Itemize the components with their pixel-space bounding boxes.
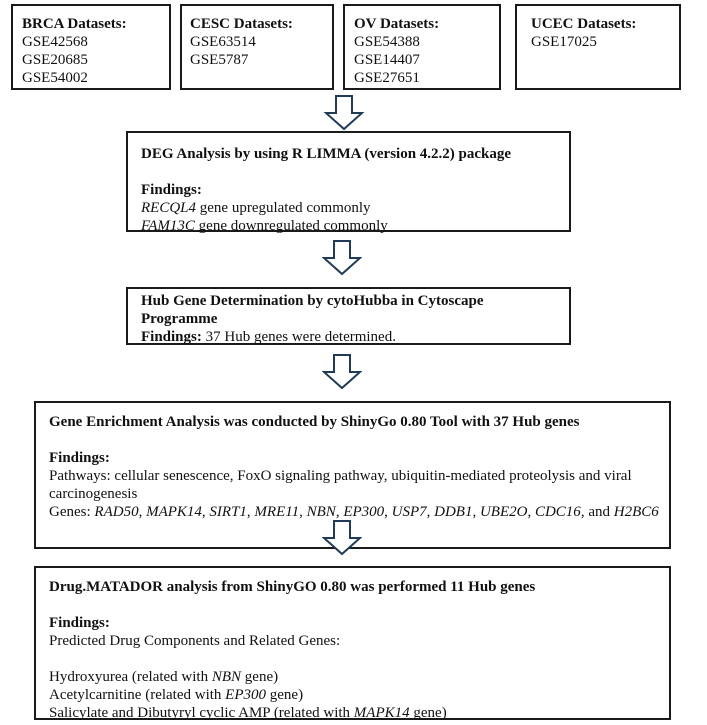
drug-text: gene): [241, 669, 279, 685]
separator: ,: [527, 504, 535, 520]
deg-analysis-box: DEG Analysis by using R LIMMA (version 4…: [126, 131, 571, 235]
gene-name: H2BC6: [613, 504, 659, 520]
pathways-line: carcinogenesis: [49, 486, 138, 502]
dataset-id: GSE42568: [22, 34, 88, 50]
drug-item: Hydroxyurea (related with NBN gene): [49, 668, 669, 686]
findings-label: Findings:: [49, 450, 110, 466]
dataset-id: GSE27651: [354, 70, 420, 86]
drug-text: Hydroxyurea (related with: [49, 669, 212, 685]
finding-text: 37 Hub genes were determined.: [201, 329, 396, 345]
drug-matador-box: Drug.MATADOR analysis from ShinyGO 0.80 …: [34, 566, 671, 722]
separator: ,: [426, 504, 435, 520]
gene-name: SIRT1: [209, 504, 247, 520]
enrichment-title: Gene Enrichment Analysis was conducted b…: [49, 414, 580, 430]
pathways-line: Pathways: cellular senescence, FoxO sign…: [49, 468, 632, 484]
enrichment-box: Gene Enrichment Analysis was conducted b…: [34, 401, 671, 549]
down-arrow-icon: [322, 354, 362, 390]
separator: , and: [580, 504, 614, 520]
dataset-title: UCEC Datasets:: [531, 16, 637, 32]
dataset-box-ov: OV Datasets: GSE54388 GSE14407 GSE27651: [343, 4, 501, 90]
gene-name: USP7: [391, 504, 427, 520]
gene-name: MAPK14: [146, 504, 202, 520]
dataset-id: GSE17025: [531, 34, 597, 50]
drug-text: Salicylate and Dibutyryl cyclic AMP (rel…: [49, 705, 354, 721]
finding-text: gene upregulated commonly: [196, 200, 371, 216]
down-arrow-icon: [322, 520, 362, 556]
gene-name: MAPK14: [353, 705, 410, 721]
drug-text: gene): [266, 687, 304, 703]
finding-line: FAM13C gene downregulated commonly: [141, 217, 569, 235]
dataset-box-cesc: CESC Datasets: GSE63514 GSE5787: [180, 4, 334, 90]
gene-list: RAD50, MAPK14, SIRT1, MRE11, NBN, EP300,…: [94, 504, 658, 520]
drug-item: Salicylate and Dibutyryl cyclic AMP (rel…: [49, 704, 669, 722]
dataset-id: GSE14407: [354, 52, 420, 68]
down-arrow-icon: [322, 240, 362, 276]
drug-subtitle: Predicted Drug Components and Related Ge…: [49, 633, 341, 649]
dataset-id: GSE54002: [22, 70, 88, 86]
findings-label: Findings:: [49, 615, 110, 631]
hub-title-line: Hub Gene Determination by cytoHubba in C…: [141, 293, 484, 309]
dataset-title: OV Datasets:: [354, 16, 440, 32]
gene-name: MRE11: [254, 504, 300, 520]
hub-title-line: Programme: [141, 311, 218, 327]
drug-text: Acetylcarnitine (related with: [49, 687, 226, 703]
genes-label: Genes:: [49, 504, 95, 520]
finding-line: Findings: 37 Hub genes were determined.: [141, 328, 569, 346]
separator: ,: [299, 504, 307, 520]
down-arrow-icon: [324, 95, 364, 131]
separator: ,: [384, 504, 392, 520]
separator: ,: [138, 504, 147, 520]
drug-item: Acetylcarnitine (related with EP300 gene…: [49, 686, 669, 704]
dataset-id: GSE5787: [190, 52, 249, 68]
dataset-id: GSE54388: [354, 34, 420, 50]
dataset-box-ucec: UCEC Datasets: GSE17025: [515, 4, 681, 90]
separator: ,: [246, 504, 255, 520]
hub-gene-box: Hub Gene Determination by cytoHubba in C…: [126, 287, 571, 345]
dataset-id: GSE63514: [190, 34, 256, 50]
dataset-box-brca: BRCA Datasets: GSE42568 GSE20685 GSE5400…: [11, 4, 171, 90]
findings-label: Findings:: [141, 329, 202, 345]
gene-name: EP300: [225, 687, 266, 703]
gene-name: FAM13C: [141, 218, 195, 234]
gene-name: RECQL4: [141, 200, 197, 216]
genes-line: Genes: RAD50, MAPK14, SIRT1, MRE11, NBN,…: [49, 503, 669, 521]
gene-name: RAD50: [94, 504, 139, 520]
gene-name: CDC16: [534, 504, 581, 520]
gene-name: NBN: [211, 669, 242, 685]
gene-name: NBN: [306, 504, 336, 520]
separator: ,: [472, 504, 480, 520]
dataset-title: CESC Datasets:: [190, 16, 293, 32]
drug-text: gene): [409, 705, 447, 721]
gene-name: UBE2O: [479, 504, 528, 520]
gene-name: EP300: [343, 504, 385, 520]
gene-name: DDB1: [434, 504, 473, 520]
finding-line: RECQL4 gene upregulated commonly: [141, 199, 569, 217]
drug-title: Drug.MATADOR analysis from ShinyGO 0.80 …: [49, 579, 536, 595]
separator: ,: [335, 504, 344, 520]
dataset-title: BRCA Datasets:: [22, 16, 127, 32]
dataset-id: GSE20685: [22, 52, 88, 68]
separator: ,: [201, 504, 210, 520]
findings-label: Findings:: [141, 182, 202, 198]
finding-text: gene downregulated commonly: [194, 218, 388, 234]
deg-title: DEG Analysis by using R LIMMA (version 4…: [141, 146, 512, 162]
